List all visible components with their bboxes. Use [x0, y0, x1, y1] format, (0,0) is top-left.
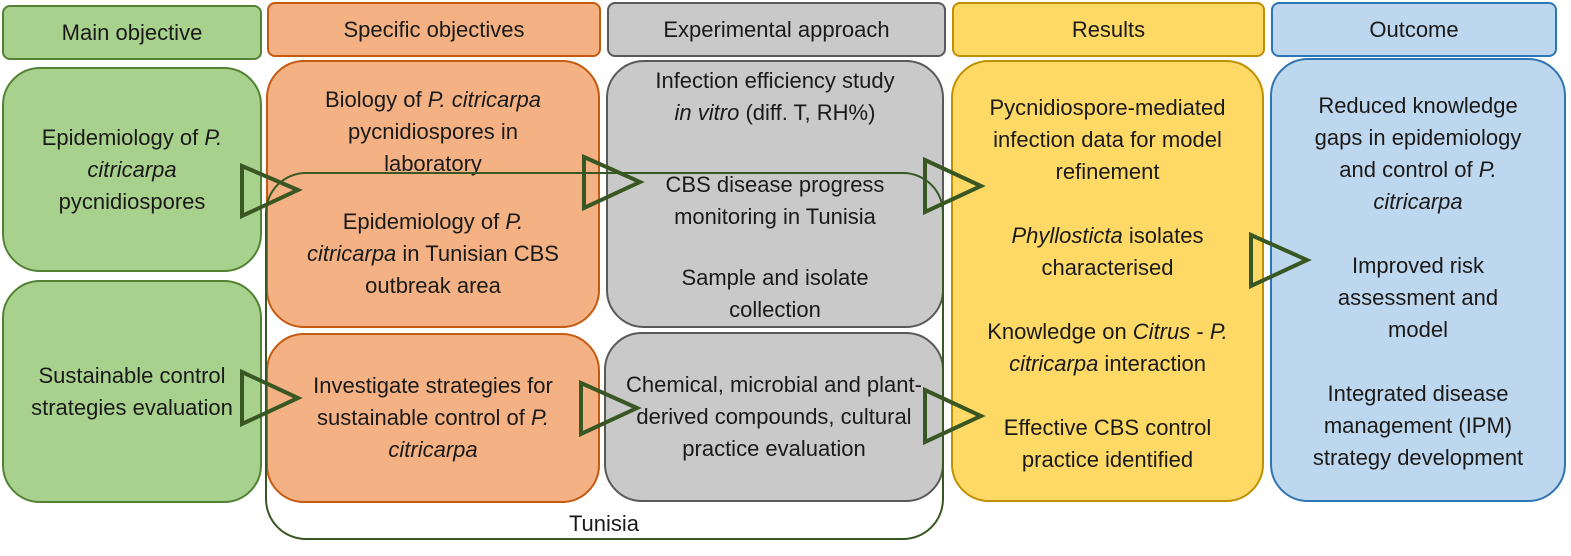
outcome-box: Reduced knowledge gaps in epidemiology a… — [1270, 58, 1566, 502]
arrow-results-to-outcome — [1249, 231, 1312, 290]
approach-infection-monitoring: Infection efficiency study in vitro (dif… — [606, 60, 944, 328]
header-outcome: Outcome — [1271, 2, 1557, 57]
arrow-approach-to-results-1 — [923, 156, 986, 216]
approach-monitoring-text: CBS disease progress monitoring in Tunis… — [665, 171, 885, 229]
approach-sampling-text: Sample and isolate collection — [681, 265, 869, 322]
result-control: Effective CBS control practice identifie… — [1003, 415, 1212, 472]
specific-objective-control-text: Investigate strategies for sustainable c… — [313, 373, 553, 462]
header-main-objective: Main objective — [2, 5, 262, 60]
main-objective-epidemiology-text: Epidemiology of P. citricarpa pycnidiosp… — [41, 124, 223, 214]
arrow-specific-to-approach-2 — [579, 379, 642, 438]
arrow-main-to-specific-1 — [240, 162, 303, 220]
specific-objective-biology-text: Biology of P. citricarpa pycnidiospores … — [324, 87, 542, 176]
arrow-specific-to-approach-1 — [582, 153, 645, 212]
main-objective-epidemiology: Epidemiology of P. citricarpa pycnidiosp… — [2, 67, 262, 272]
outcome-knowledge: Reduced knowledge gaps in epidemiology a… — [1314, 93, 1522, 214]
header-specific-objectives-label: Specific objectives — [343, 16, 525, 42]
tunisia-region-outline — [265, 172, 944, 540]
arrow-main-to-specific-2 — [240, 368, 303, 428]
approach-compounds-text: Chemical, microbial and plant-derived co… — [626, 372, 922, 461]
main-objective-control-text: Sustainable control strategies evaluatio… — [31, 362, 233, 420]
specific-objective-control: Investigate strategies for sustainable c… — [266, 333, 600, 503]
header-experimental-approach-label: Experimental approach — [663, 16, 890, 42]
header-outcome-label: Outcome — [1369, 16, 1459, 42]
result-isolates: Phyllosticta isolates characterised — [1011, 223, 1204, 280]
result-interaction: Knowledge on Citrus - P. citricarpa inte… — [987, 319, 1228, 376]
result-infection-data: Pycnidiospore-mediated infection data fo… — [989, 95, 1226, 184]
header-main-objective-label: Main objective — [61, 19, 203, 45]
outcome-ipm: Integrated disease management (IPM) stra… — [1312, 381, 1524, 470]
arrow-approach-to-results-2 — [923, 386, 986, 446]
results-box: Pycnidiospore-mediated infection data fo… — [951, 60, 1264, 502]
specific-objective-tunisia: Biology of P. citricarpa pycnidiospores … — [266, 60, 600, 328]
header-results: Results — [952, 2, 1265, 57]
specific-objective-tunisia-text: Epidemiology of P. citricarpa in Tunisia… — [307, 209, 559, 298]
header-experimental-approach: Experimental approach — [607, 2, 946, 57]
main-objective-control: Sustainable control strategies evaluatio… — [2, 280, 262, 503]
outcome-risk: Improved risk assessment and model — [1337, 253, 1499, 342]
header-results-label: Results — [1071, 16, 1146, 42]
approach-infection-text: Infection efficiency study in vitro (dif… — [655, 68, 895, 125]
tunisia-region-label: Tunisia — [568, 511, 640, 536]
header-specific-objectives: Specific objectives — [267, 2, 601, 57]
approach-compounds: Chemical, microbial and plant-derived co… — [604, 332, 944, 502]
